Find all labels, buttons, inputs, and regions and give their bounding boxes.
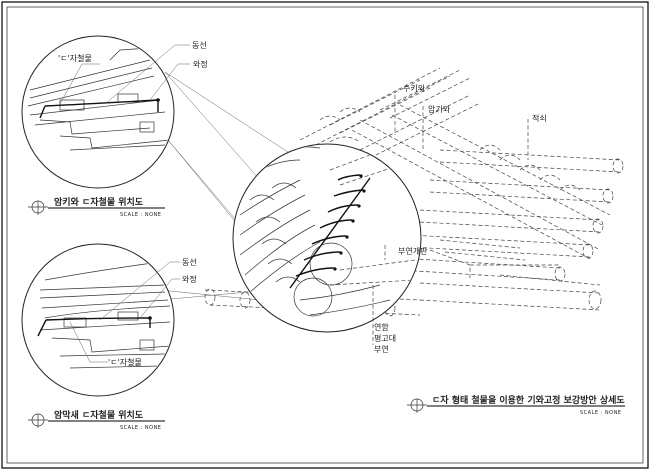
main-perspective-drawing	[159, 67, 624, 345]
title-left-bottom: 암막새 ㄷ자철물 위치도	[54, 409, 144, 421]
inner-border	[6, 6, 644, 464]
title-main: ㄷ자 형태 철물을 이용한 기와고정 보강방안 상세도	[432, 394, 625, 406]
label-jeokwae: 적쇠	[532, 113, 547, 123]
title-block-top	[28, 200, 165, 215]
label-buyeon-gaepan: 부연개판	[398, 246, 428, 256]
title-block-bottom	[28, 413, 165, 428]
label-wajeong-top: 와정	[193, 59, 208, 69]
label-sukiwa: 수키와	[403, 83, 426, 93]
title-block-main	[407, 398, 625, 413]
label-dieut-top: 'ㄷ'자철물	[58, 53, 92, 63]
label-wajeong-bottom: 와정	[182, 274, 197, 284]
label-buyeon: 부연	[374, 345, 389, 354]
scale-main: SCALE : NONE	[580, 410, 621, 416]
scale-left-bottom: SCALE : NONE	[120, 425, 161, 431]
label-kwanggodae: 평고대	[374, 333, 396, 343]
label-dongseon-top: 동선	[192, 41, 207, 50]
title-left-top: 암키와 ㄷ자철물 위치도	[54, 196, 144, 208]
label-yeonhap: 연함	[374, 323, 389, 332]
detail-circle-top	[21, 35, 190, 189]
label-dongseon-bottom: 동선	[182, 258, 197, 267]
label-amkiwa: 암기와	[428, 104, 451, 114]
label-dieut-bottom: 'ㄷ'자철물	[108, 357, 142, 367]
detail-circle-bottom	[21, 243, 180, 397]
scale-left-top: SCALE : NONE	[120, 212, 161, 218]
